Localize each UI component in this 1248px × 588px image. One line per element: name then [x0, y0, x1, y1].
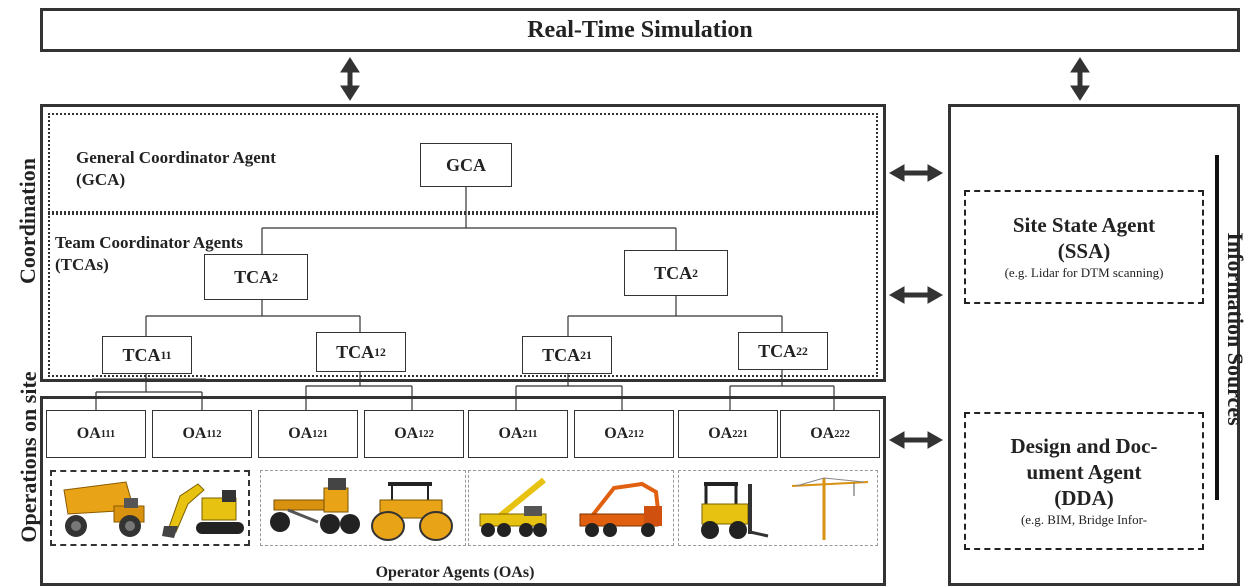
operations-panel	[40, 396, 886, 586]
operations-section-label: Operations on site	[16, 371, 41, 543]
dda-abbr: (DDA)	[1054, 486, 1114, 510]
information-sources-panel	[948, 104, 1240, 586]
machine-group-4	[678, 470, 878, 546]
concrete-pump-truck-icon	[579, 481, 662, 537]
gca-dotted-region	[48, 113, 878, 213]
ssa-abbr: (SSA)	[1057, 239, 1111, 263]
forklift-icon	[701, 482, 769, 539]
coordination-section-label: Coordination	[15, 158, 40, 284]
ssa-box[interactable]: Site State Agent (SSA) (e.g. Lidar for D…	[964, 190, 1204, 304]
operator-agents-label: Operator Agents (OAs)	[375, 564, 535, 581]
tca-dotted-region	[48, 213, 878, 377]
dda-title-line2: ument Agent	[1026, 460, 1142, 484]
tower-crane-icon	[791, 477, 869, 540]
road-roller-icon	[371, 482, 453, 541]
mobile-crane-icon	[479, 477, 547, 537]
ssa-example: (e.g. Lidar for DTM scanning)	[1004, 265, 1164, 280]
ssa-title: Site State Agent	[1012, 213, 1156, 237]
machine-group-3	[468, 470, 674, 546]
real-time-simulation-bar: Real-Time Simulation	[40, 8, 1240, 52]
tca-description: Team Coordinator Agents (TCAs)	[55, 233, 243, 274]
machine-group-1	[50, 470, 250, 546]
gca-description: General Coordinator Agent (GCA)	[76, 148, 276, 189]
machine-group-2	[260, 470, 466, 546]
real-time-simulation-title: Real-Time Simulation	[527, 16, 753, 43]
gca-box[interactable]: GCA	[420, 143, 512, 187]
coordination-panel	[40, 104, 886, 382]
excavator-icon	[162, 483, 244, 538]
dda-box[interactable]: Design and Doc- ument Agent (DDA) (e.g. …	[964, 412, 1204, 550]
dda-title-line1: Design and Doc-	[1010, 434, 1158, 458]
dump-truck-icon	[63, 481, 145, 537]
motor-grader-icon	[270, 478, 360, 534]
dda-example: (e.g. BIM, Bridge Infor-	[1020, 512, 1148, 527]
information-sources-section-label: Information Sources	[1223, 232, 1248, 426]
